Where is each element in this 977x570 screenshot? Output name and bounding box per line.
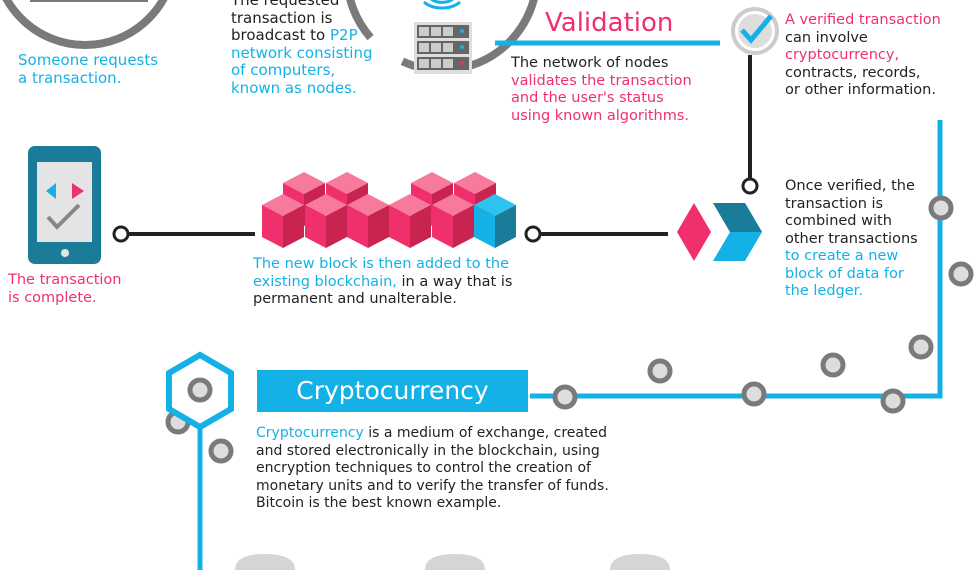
validation-title: Validation xyxy=(545,8,674,38)
block-cube-face xyxy=(347,205,368,248)
laptop-icon xyxy=(30,0,148,2)
wifi-icon xyxy=(422,0,462,10)
block-creation-icon xyxy=(677,203,762,261)
checkmark-icon xyxy=(740,14,773,44)
block-cube-face xyxy=(389,205,410,248)
block-cube-face xyxy=(410,205,431,248)
server-icon xyxy=(414,22,472,74)
block-cube-face xyxy=(262,205,283,248)
block-cube-face xyxy=(326,205,347,248)
chain-nodes xyxy=(165,195,974,464)
bottom-icons xyxy=(235,554,670,570)
block-cube-face xyxy=(305,205,326,248)
block-cube-face xyxy=(453,205,474,248)
blockchain-blocks xyxy=(262,172,516,248)
phone-icon xyxy=(28,146,101,264)
cryptocurrency-description: Cryptocurrency is a medium of exchange, … xyxy=(256,425,609,511)
block-cube-face xyxy=(474,205,495,248)
cryptocurrency-banner: Cryptocurrency xyxy=(257,370,528,412)
block-cube-face xyxy=(495,205,516,248)
validation-text: The network of nodes validates the trans… xyxy=(511,55,692,124)
connector-node xyxy=(112,225,130,243)
connector-node xyxy=(741,177,759,195)
block-cube-face xyxy=(283,205,304,248)
new-block-text: The new block is then added to the exist… xyxy=(253,256,513,307)
block-cube-face xyxy=(368,205,389,248)
request-circle xyxy=(2,0,168,49)
connector-node xyxy=(524,225,542,243)
block-cube-face xyxy=(432,205,453,248)
